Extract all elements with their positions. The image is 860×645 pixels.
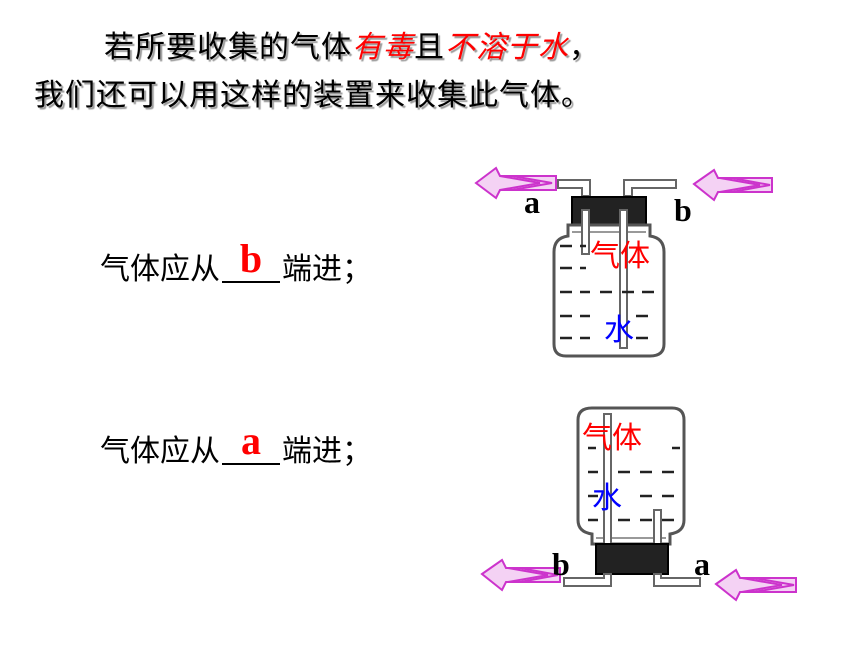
question-1-post: 端进； bbox=[282, 252, 372, 287]
heading-text-pre: 若所要收集的气体 bbox=[104, 30, 352, 65]
question-2: 气体应从 a 端进； bbox=[100, 421, 372, 470]
heading-line-1: 若所要收集的气体有毒且不溶于水， bbox=[104, 22, 600, 66]
heading-line-2: 我们还可以用这样的装置来收集此气体。 bbox=[34, 78, 592, 113]
bottle-body-upright bbox=[552, 223, 666, 358]
heading-text-mid: 且 bbox=[414, 30, 445, 65]
question-1-blank: b bbox=[222, 239, 280, 283]
water-dashes-upright bbox=[560, 244, 654, 340]
arrow-outlet-left-icon bbox=[474, 166, 557, 200]
question-2-post: 端进； bbox=[282, 434, 372, 469]
question-1-pre: 气体应从 bbox=[100, 252, 220, 287]
bottle-upright bbox=[474, 166, 773, 358]
inverted-water-label: 水 bbox=[592, 481, 622, 516]
arrow-bottom-right-icon bbox=[714, 568, 797, 602]
upright-water-label: 水 bbox=[604, 313, 634, 348]
upright-label-a: a bbox=[524, 184, 540, 220]
tube-bottom-a bbox=[653, 573, 701, 587]
arrow-inlet-right-icon bbox=[692, 168, 773, 202]
heading-emphasis-toxic: 有毒 bbox=[352, 30, 414, 65]
question-1-answer: b bbox=[239, 236, 263, 281]
question-2-answer: a bbox=[241, 418, 261, 463]
question-2-blank: a bbox=[222, 421, 280, 465]
question-1: 气体应从 b 端进； bbox=[100, 239, 372, 288]
upright-gas-label: 气体 bbox=[590, 239, 650, 274]
stopper-inverted bbox=[595, 543, 669, 575]
heading-text-post: ， bbox=[569, 30, 600, 65]
arrow-bottom-left-icon bbox=[480, 558, 561, 592]
question-2-pre: 气体应从 bbox=[100, 434, 220, 469]
tube-bottom-b bbox=[563, 573, 612, 587]
inverted-label-a: a bbox=[694, 546, 710, 582]
inverted-label-b: b bbox=[552, 546, 570, 582]
upright-label-b: b bbox=[674, 192, 692, 228]
bottle-inverted bbox=[480, 406, 797, 602]
water-dashes-inverted bbox=[588, 446, 680, 522]
heading-emphasis-insoluble: 不溶于水 bbox=[445, 30, 569, 65]
tube-short-a bbox=[557, 179, 591, 197]
inverted-gas-label: 气体 bbox=[582, 421, 642, 456]
